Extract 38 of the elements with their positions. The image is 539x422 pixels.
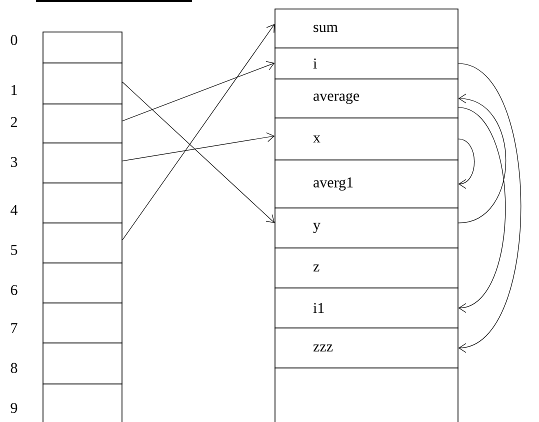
index-number: 8 <box>10 362 18 374</box>
memory-cell: x <box>274 118 458 160</box>
memory-cell <box>42 32 122 64</box>
memory-cell <box>42 104 122 144</box>
arrow <box>458 63 522 353</box>
memory-cell: zzz <box>274 328 458 368</box>
arrow <box>458 138 475 189</box>
memory-cell: averg1 <box>274 160 458 208</box>
index-number: 1 <box>12 85 17 95</box>
index-number: 3 <box>10 156 18 168</box>
memory-cell: i1 <box>274 288 458 328</box>
index-number: 6 <box>10 284 18 296</box>
arrow <box>122 132 275 162</box>
memory-cell <box>42 182 122 224</box>
memory-cell: i <box>274 48 458 80</box>
memory-cell <box>42 262 122 304</box>
memory-cell <box>42 302 122 344</box>
arrow <box>458 107 506 313</box>
memory-cell <box>274 368 458 422</box>
index-number: 7 <box>11 323 18 333</box>
index-number: 2 <box>10 117 17 127</box>
memory-cell: z <box>274 248 458 288</box>
arrow <box>122 24 275 240</box>
memory-cell <box>42 342 122 384</box>
index-number: 5 <box>11 245 18 255</box>
memory-cell <box>42 142 122 184</box>
index-number: 9 <box>10 402 18 414</box>
memory-cell: sum <box>274 8 458 48</box>
memory-cell <box>42 222 122 264</box>
index-number: 0 <box>10 34 18 46</box>
arrow <box>122 82 275 223</box>
arrow <box>122 61 275 122</box>
index-number: 4 <box>10 205 18 215</box>
memory-cell <box>42 62 122 104</box>
arrow <box>458 94 506 224</box>
memory-cell <box>42 384 122 422</box>
memory-cell: y <box>274 208 458 248</box>
memory-cell: average <box>274 78 458 118</box>
